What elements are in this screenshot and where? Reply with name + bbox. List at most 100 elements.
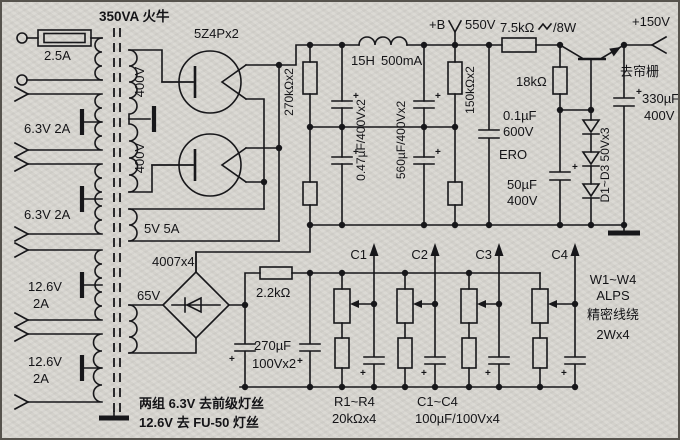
label-rset-2: 20kΩx4 [332,411,376,426]
label-choke-ma: 500mA [381,53,423,68]
polarity-plus: + [297,356,303,367]
label-pots-1: W1~W4 [590,272,637,287]
label-cfilter: 270µF [254,338,291,353]
resistor-270k [302,181,318,206]
label-rfilter: 2.2kΩ [256,285,291,300]
bias-pot-w4 [531,288,549,324]
bias-output-c2 [424,254,446,388]
terminal-fork [13,155,30,243]
zener-d3 [581,183,601,199]
tube-filament-1 [220,63,248,101]
label-bleeder2: 150kΩx2 [463,66,477,114]
wiper-arrow [413,300,422,308]
output-arrowhead [430,243,440,256]
polarity-plus: + [561,368,567,379]
wire [341,322,541,388]
label-ch3: C3 [475,247,492,262]
label-bias-winding: 65V [137,288,160,303]
label-cap-047: 0.47µF/400Vx2 [354,99,368,181]
rectifier-filament-winding [128,208,138,242]
bias-output-c1 [363,254,385,388]
label-cfilm-v: 600V [503,124,534,139]
resistor-2k2 [259,266,293,280]
ac-terminal [16,74,28,86]
wire-bplus-takeoff [245,44,311,66]
wire [128,304,197,354]
resistor-7k5 [501,37,537,53]
zener-d1 [581,119,601,135]
resistor-r3 [461,337,477,369]
terminal-fork [13,241,30,329]
wire [195,44,311,273]
label-bleeder1: 270kΩx2 [282,68,296,116]
resistor-150k [447,181,463,206]
fuse-symbol [37,29,92,47]
bias-pot-w3 [460,288,478,324]
resistor-r1 [334,337,350,369]
label-rect-filament: 5V 5A [144,221,180,236]
out150-terminal-fork [623,35,668,55]
label-cfilm-brand: ERO [499,147,527,162]
capacitor-270uf [299,272,321,388]
label-bplus-v: 550V [465,17,496,32]
label-rbase: 18kΩ [516,74,547,89]
capacitor-50uf [549,109,571,226]
wiper-arrow [350,300,359,308]
transistor-collector [558,43,584,60]
bias-pot-w2 [396,288,414,324]
label-fuse: 2.5A [44,48,71,63]
label-ht1: 400V [132,66,147,97]
output-arrowhead [369,243,379,256]
capacitor-560 [413,100,435,165]
label-ch4: C4 [551,247,568,262]
label-rdrop-w: /8W [553,20,577,35]
polarity-plus: + [421,368,427,379]
wiper-arrow [477,300,486,308]
bias-output-c3 [488,254,510,388]
resistor-r4 [532,337,548,369]
wirewound-squiggle [537,22,553,31]
rectifier-tubes [151,44,311,242]
bias-supply [161,243,586,391]
label-note2: 12.6V 去 FU-50 灯丝 [139,415,259,430]
label-cbase-v: 400V [507,193,538,208]
polarity-plus: + [572,162,578,173]
resistor-150k [447,61,463,95]
output-arrowhead [570,243,580,256]
terminal-fork [13,85,30,159]
capacitor-330uf [613,44,635,226]
polarity-plus: + [435,91,441,102]
resistor-270k [302,61,318,95]
label-tubes: 5Z4Px2 [194,26,239,41]
polarity-plus: + [229,354,235,365]
polarity-plus: + [360,368,366,379]
label-bridge: 4007x4 [152,254,195,269]
label-cfilter-v: 100Vx2 [252,356,296,371]
bias-winding [128,304,138,354]
label-note1: 两组 6.3V 去前级灯丝 [139,396,264,411]
label-choke-h: 15H [351,53,375,68]
primary-winding [94,37,103,81]
emitter-arrow [609,47,621,57]
label-title: 350VA 火牛 [99,8,170,24]
label-ch1: C1 [350,247,367,262]
wiper-arrow [548,300,557,308]
label-cout: 330µF [642,91,679,106]
bias-output-c4 [564,254,586,388]
choke-symbol [358,36,408,46]
label-out150: +150V [632,14,670,29]
fuse-symbol-inner [43,32,86,44]
wire [245,98,280,210]
label-rdrop: 7.5kΩ [500,20,535,35]
label-cset-1: C1~C4 [417,394,458,409]
bias-pot-w1 [333,288,351,324]
label-heater4-v: 12.6V [28,354,62,369]
terminal-fork [13,325,30,411]
label-cap-560: 560µF/400Vx2 [394,101,408,180]
filter-section [195,19,625,273]
label-pots-4: 2Wx4 [596,327,629,342]
bplus-terminal-fork [447,19,463,46]
label-pots-2: ALPS [596,288,630,303]
